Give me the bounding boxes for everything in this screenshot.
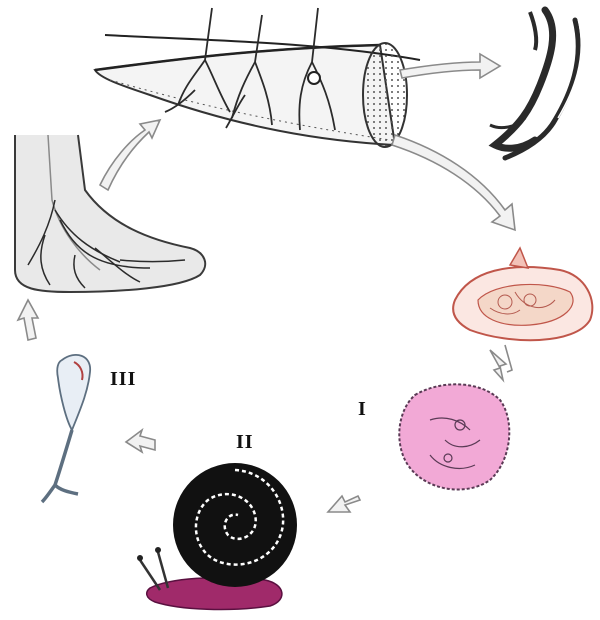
- ring-marker: [308, 72, 320, 84]
- vessel-cross-section: [363, 43, 407, 147]
- spiny-egg-icon: [453, 248, 592, 340]
- human-foot-icon: [15, 135, 205, 292]
- stage-label-three: III: [110, 368, 136, 391]
- ciliated-larva-icon: [399, 384, 509, 489]
- arrow-foot-to-vessel: [100, 120, 160, 190]
- arrow-to-worms: [400, 54, 500, 78]
- arrow-to-cercaria: [126, 430, 155, 452]
- forked-tail-larva-icon: [42, 355, 90, 502]
- arrow-to-snail: [328, 496, 360, 512]
- snail-host-icon: [137, 463, 297, 609]
- stage-label-two: II: [236, 431, 254, 454]
- paired-worms-icon: [490, 10, 581, 158]
- arrow-egg-down: [490, 350, 506, 380]
- arrow-to-foot: [18, 300, 38, 340]
- stage-label-one: I: [358, 398, 367, 421]
